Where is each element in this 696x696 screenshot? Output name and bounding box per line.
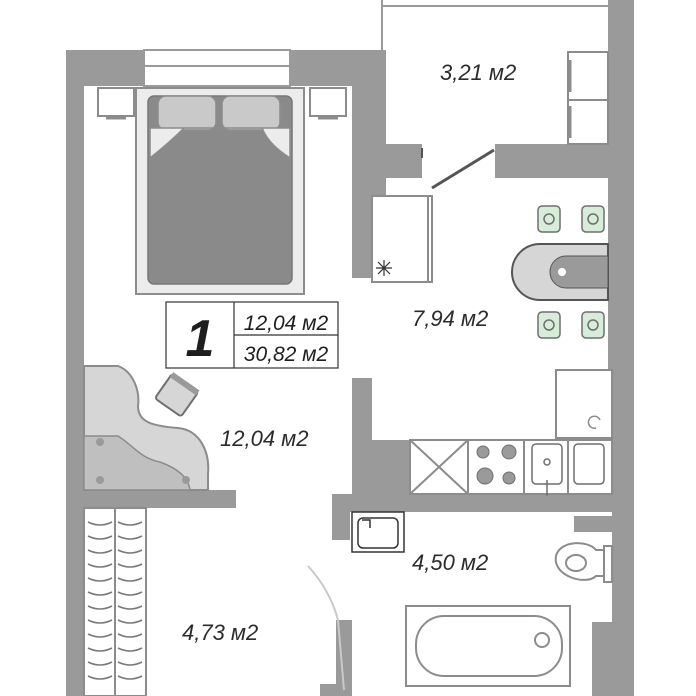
wardrobe-hangers xyxy=(87,521,143,680)
walls xyxy=(66,0,634,696)
bed xyxy=(135,87,305,295)
stove-burners xyxy=(476,444,517,485)
kitchen-sink xyxy=(531,443,605,496)
area-badge: 1 12,04 м2 30,82 м2 xyxy=(165,301,339,369)
kitchen-area-label: 7,94 м2 xyxy=(412,306,488,331)
living-window xyxy=(143,49,291,87)
armchair xyxy=(155,372,200,417)
kitchen-table xyxy=(511,243,609,301)
wall-bath-right-bottom xyxy=(592,622,612,696)
wardrobe xyxy=(83,507,147,696)
badge-apartment-number: 1 xyxy=(186,310,215,368)
balcony-area-label: 3,21 м2 xyxy=(440,60,516,85)
wall-living-hall xyxy=(66,490,236,508)
living-room-area-label: 12,04 м2 xyxy=(220,426,308,451)
bathroom-area-label: 4,50 м2 xyxy=(412,550,488,575)
wall-bathroom-left-top xyxy=(332,494,350,540)
nightstands xyxy=(97,87,347,120)
bathroom-door-swing xyxy=(307,565,345,691)
wall-right-top xyxy=(608,0,634,420)
corner-sofa xyxy=(83,365,210,491)
wall-right-bottom xyxy=(612,420,634,696)
wall-bath-niche xyxy=(574,516,612,532)
bathtub xyxy=(405,605,571,687)
wall-bathroom-top xyxy=(332,494,632,512)
hallway-area-label: 4,73 м2 xyxy=(182,620,258,645)
wall-top-left xyxy=(66,50,144,86)
badge-living-area: 12,04 м2 xyxy=(244,312,329,335)
wall-balcony-bottom-right xyxy=(495,144,615,178)
fridge xyxy=(371,195,433,283)
pillow-left xyxy=(157,95,217,131)
balcony-shelves xyxy=(567,51,609,145)
toilet xyxy=(554,542,613,583)
kitchen-chairs xyxy=(537,205,605,339)
balcony-outline xyxy=(381,0,612,52)
pillow-right xyxy=(221,95,281,131)
wall-balcony-bottom-left xyxy=(352,144,422,178)
wall-left xyxy=(66,50,84,696)
entrance-door xyxy=(320,684,336,696)
blanket-fold xyxy=(149,127,291,160)
washing-machine xyxy=(351,511,405,553)
balcony-door xyxy=(421,148,495,190)
wall-kitchen-niche xyxy=(352,440,410,494)
badge-total-area: 30,82 м2 xyxy=(244,343,329,366)
